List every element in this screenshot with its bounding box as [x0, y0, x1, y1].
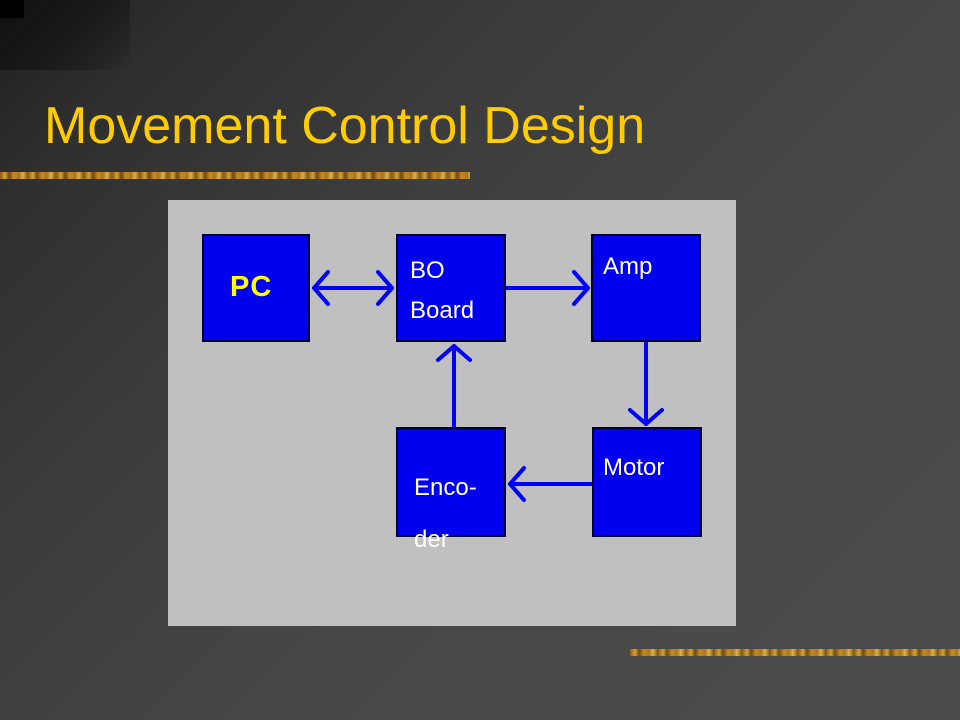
- corner-notch: [0, 0, 24, 18]
- bottom-decorative-rule: [630, 649, 960, 656]
- node-amp: Amp: [591, 234, 701, 342]
- arrow-motor-encoder: [508, 466, 594, 502]
- node-bo-board-label-line2: Board: [410, 297, 475, 324]
- arrow-amp-motor: [628, 340, 664, 426]
- block-diagram: PC BO Board Amp Enco- der Motor: [168, 200, 736, 626]
- node-encoder: Enco- der: [396, 427, 506, 553]
- diagram-arrows: [312, 270, 664, 502]
- node-bo-board-label-line1: BO: [410, 257, 445, 284]
- node-pc-label: PC: [230, 271, 273, 303]
- arrow-bo-board-amp: [504, 270, 590, 306]
- node-motor-label: Motor: [603, 454, 665, 481]
- arrow-pc-bo-board: [312, 270, 394, 306]
- node-pc: PC: [202, 234, 310, 342]
- node-bo-board: BO Board: [396, 234, 506, 342]
- slide-title: Movement Control Design: [44, 97, 646, 155]
- node-motor: Motor: [592, 427, 702, 537]
- node-amp-label: Amp: [603, 253, 653, 280]
- title-underline-rule: [0, 172, 470, 179]
- node-encoder-label-line1: Enco-: [414, 474, 477, 501]
- node-encoder-label-line2: der: [414, 526, 449, 553]
- arrow-encoder-bo-board: [436, 344, 472, 429]
